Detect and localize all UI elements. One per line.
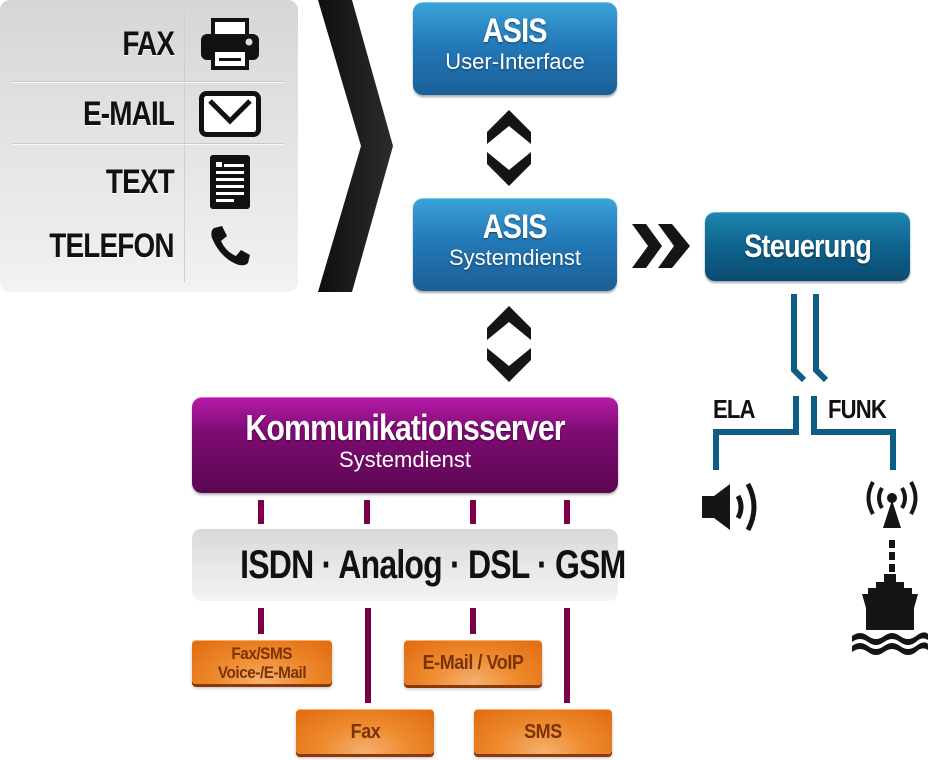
channel-label: TEXT bbox=[106, 163, 175, 201]
channel-email: E-MAIL bbox=[12, 83, 284, 145]
connector-line bbox=[470, 500, 476, 524]
connector-line bbox=[470, 608, 476, 634]
media-box-label: E-Mail / VoIP bbox=[422, 652, 524, 674]
double-chevron-icon bbox=[632, 224, 690, 268]
channel-label: FAX bbox=[122, 25, 175, 63]
media-box-fax: Fax bbox=[296, 709, 434, 754]
connector-line bbox=[564, 608, 570, 703]
bidirectional-arrow-icon bbox=[487, 110, 531, 186]
input-channels-panel: FAX E-MAIL TEXT TELEFON bbox=[0, 0, 298, 292]
asis-service-subtitle: Systemdienst bbox=[448, 245, 582, 270]
channel-label: E-MAIL bbox=[82, 95, 175, 133]
envelope-icon bbox=[198, 83, 262, 145]
document-icon bbox=[198, 151, 262, 213]
comm-server-title: Kommunikationsserver bbox=[245, 407, 565, 448]
connector-line bbox=[564, 500, 570, 524]
channel-text: TEXT bbox=[12, 151, 284, 213]
asis-ui-subtitle: User-Interface bbox=[445, 49, 585, 74]
media-box-line1: Fax/SMS bbox=[231, 644, 293, 663]
line-types-box: ISDN · Analog · DSL · GSM bbox=[192, 529, 626, 601]
ship-icon bbox=[852, 574, 928, 655]
radio-antenna-icon bbox=[866, 481, 918, 528]
channel-label: TELEFON bbox=[49, 227, 175, 265]
kommunikationsserver-box: Kommunikationsserver Systemdienst bbox=[192, 397, 618, 493]
asis-ui-title: ASIS bbox=[482, 12, 548, 50]
channel-fax: FAX bbox=[12, 13, 284, 75]
line-types-text: ISDN · Analog · DSL · GSM bbox=[240, 543, 626, 587]
asis-systemdienst-box: ASIS Systemdienst bbox=[413, 198, 617, 291]
steuerung-title: Steuerung bbox=[744, 228, 872, 264]
row-divider bbox=[12, 143, 284, 145]
row-divider bbox=[12, 81, 284, 83]
media-box-line2: Voice-/E-Mail bbox=[217, 663, 307, 682]
asis-service-title: ASIS bbox=[482, 208, 548, 246]
ela-label: ELA bbox=[713, 394, 756, 424]
funk-label: FUNK bbox=[828, 394, 887, 424]
media-box-label: SMS bbox=[524, 721, 562, 743]
control-connector-lines bbox=[713, 294, 896, 470]
media-box-label: Fax bbox=[350, 721, 380, 743]
connector-line bbox=[258, 500, 264, 524]
big-chevron-arrow-icon bbox=[318, 0, 393, 292]
comm-server-subtitle: Systemdienst bbox=[338, 447, 472, 472]
steuerung-box: Steuerung bbox=[705, 212, 910, 281]
asis-user-interface-box: ASIS User-Interface bbox=[413, 2, 617, 95]
connector-line bbox=[258, 608, 264, 634]
speaker-icon bbox=[702, 482, 757, 532]
connector-line bbox=[365, 608, 371, 703]
media-box-fax-sms-voice-email: Fax/SMS Voice-/E-Mail bbox=[192, 640, 332, 684]
phone-icon bbox=[198, 215, 262, 277]
column-divider bbox=[184, 12, 185, 282]
media-box-sms: SMS bbox=[474, 709, 612, 754]
media-box-email-voip: E-Mail / VoIP bbox=[404, 640, 542, 685]
printer-icon bbox=[198, 13, 262, 75]
radio-link-dashes bbox=[889, 540, 895, 572]
bidirectional-arrow-icon bbox=[487, 306, 531, 382]
connector-line bbox=[364, 500, 370, 524]
channel-telefon: TELEFON bbox=[12, 215, 284, 277]
